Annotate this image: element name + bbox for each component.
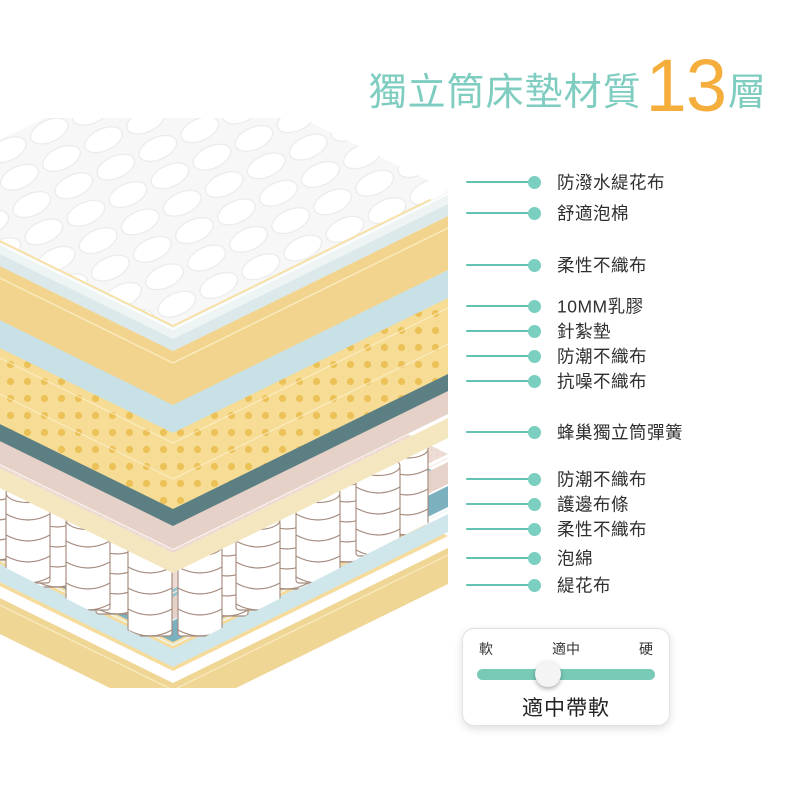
callout-leader-line [466, 528, 530, 530]
page-title: 獨立筒床墊材質 13 層 [368, 48, 766, 123]
callout-dot-marker [528, 497, 541, 511]
callout-label: 蜂巢獨立筒彈簧 [557, 422, 683, 443]
firmness-soft-label: 軟 [479, 641, 493, 657]
callout-leader-line [466, 264, 530, 266]
callout-label: 泡綿 [557, 548, 593, 569]
layer-waterproof-jacquard-top [0, 118, 449, 351]
exploded-mattress-illustration [0, 118, 468, 688]
callout-leader-line [466, 305, 530, 307]
callout-dot-marker [528, 299, 541, 313]
callout-leader-line [466, 557, 530, 559]
callout-label: 護邊布條 [557, 494, 629, 515]
firmness-scale-labels: 軟 適中 硬 [479, 639, 653, 659]
firmness-slider-track[interactable] [477, 669, 655, 680]
firmness-medium-label: 適中 [552, 641, 580, 657]
callout-label: 針紮墊 [557, 321, 611, 342]
callout-leader-line [466, 212, 530, 214]
firmness-card[interactable]: 軟 適中 硬 適中帶軟 [462, 628, 670, 726]
firmness-result-label: 適中帶軟 [522, 697, 610, 720]
callout-leader-line [466, 380, 530, 382]
title-main-text: 獨立筒床墊材質 [368, 72, 642, 114]
callout-label: 抗噪不織布 [557, 371, 647, 392]
callout-dot-marker [528, 522, 541, 536]
callout-dot-marker [528, 175, 541, 189]
callout-label: 防潮不織布 [557, 346, 647, 367]
callout-dot-marker [528, 578, 541, 592]
callout-label: 柔性不織布 [557, 519, 647, 540]
callout-leader-line [466, 330, 530, 332]
callout-dot-marker [528, 425, 541, 439]
callout-leader-line [466, 181, 530, 183]
callout-dot-marker [528, 551, 541, 565]
callout-label: 防潑水緹花布 [557, 172, 665, 193]
callout-label: 防潮不織布 [557, 469, 647, 490]
callout-dot-marker [528, 374, 541, 388]
callout-label: 柔性不織布 [557, 255, 647, 276]
callout-leader-line [466, 584, 530, 586]
callout-leader-line [466, 431, 530, 433]
callout-leader-line [466, 355, 530, 357]
firmness-hard-label: 硬 [639, 641, 653, 657]
callout-label: 緹花布 [557, 575, 611, 596]
layer-count-unit: 層 [727, 72, 766, 114]
callout-label: 舒適泡棉 [557, 203, 629, 224]
callout-dot-marker [528, 258, 541, 272]
firmness-slider[interactable] [477, 661, 655, 687]
callout-dot-marker [528, 324, 541, 338]
callout-dot-marker [528, 472, 541, 486]
firmness-slider-knob[interactable] [535, 661, 562, 687]
callout-dot-marker [528, 206, 541, 220]
callout-label: 10MM乳膠 [557, 296, 644, 317]
layer-count-number: 13 [645, 44, 727, 127]
callout-leader-line [466, 478, 530, 480]
callout-leader-line [466, 503, 530, 505]
callout-dot-marker [528, 349, 541, 363]
